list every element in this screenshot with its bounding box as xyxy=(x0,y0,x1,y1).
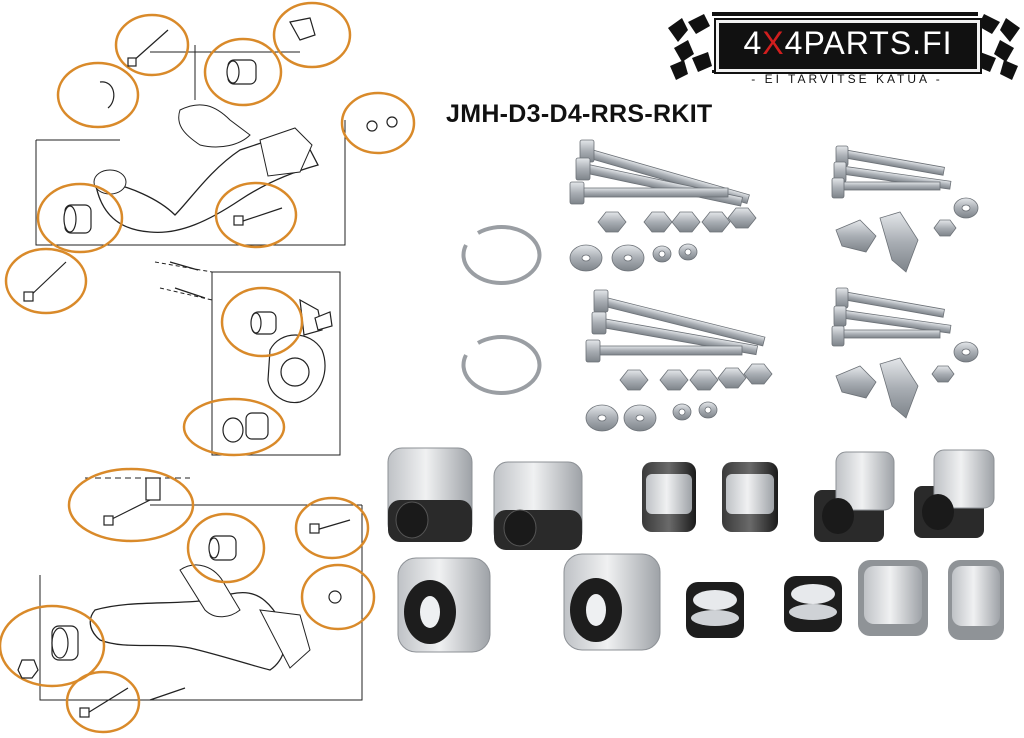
upper-highlight-rings xyxy=(4,1,416,315)
ring-knuckle-ball xyxy=(182,397,286,457)
nuts xyxy=(619,363,773,391)
ring-lower-bolt-2 xyxy=(294,496,370,560)
ring-lower-bolt-3 xyxy=(65,670,141,734)
ring-lower-bush xyxy=(36,182,124,254)
bushing-flanged-1 xyxy=(814,451,895,542)
lower-highlight-rings xyxy=(0,467,376,734)
bushing-grey-2 xyxy=(948,560,1004,640)
ring-bracket xyxy=(272,1,352,69)
bushing-xl-2 xyxy=(563,553,661,651)
knuckle-highlight-rings xyxy=(182,286,304,457)
washers xyxy=(585,401,718,432)
long-bolt xyxy=(591,345,743,356)
long-bolt xyxy=(577,187,729,198)
ring-knuckle-bush xyxy=(220,286,304,358)
ring-nut xyxy=(340,91,416,155)
circlip-2 xyxy=(461,335,542,395)
ring-lower-bush-main xyxy=(0,604,106,688)
circlip-1 xyxy=(461,225,542,285)
upper-arm-frame xyxy=(35,120,346,246)
ring-lower-bolt-1 xyxy=(67,467,195,543)
ball-joint-1 xyxy=(686,582,744,638)
ring-lower-bush-top xyxy=(186,512,266,584)
bushing-small-2 xyxy=(722,462,778,532)
bushings-row-1 xyxy=(387,447,995,550)
logo-text: 4X4PARTS.FI xyxy=(743,25,953,61)
bushing-flanged-2 xyxy=(914,449,995,538)
bushing-grey-1 xyxy=(858,560,928,636)
ring-lower-nut xyxy=(300,563,376,631)
hardware-set-1-right xyxy=(831,145,979,273)
ring-upper-bush xyxy=(203,37,283,107)
bushing-small-1 xyxy=(642,462,696,532)
lower-arm-frame xyxy=(39,505,363,701)
bushing-large-1 xyxy=(387,447,473,542)
logo-badge: 4X4PARTS.FI xyxy=(714,18,982,74)
nuts xyxy=(597,207,757,233)
hardware-set-2 xyxy=(585,287,979,432)
ball-joint-2 xyxy=(784,576,842,632)
washers xyxy=(569,243,698,272)
logo-tagline: - EI TARVITSE KATUA - xyxy=(751,72,943,86)
knuckle-frame xyxy=(211,271,341,456)
kit-code-title: JMH-D3-D4-RRS-RKIT xyxy=(446,100,713,128)
brand-logo: 4X4PARTS.FI - EI TARVITSE KATUA - xyxy=(668,8,1020,92)
hardware-set-1 xyxy=(569,139,979,273)
ring-bolt-1 xyxy=(114,13,190,77)
bushings-row-2 xyxy=(397,553,1004,653)
hardware-set-2-right xyxy=(831,287,979,419)
ring-bolt-3 xyxy=(4,247,88,315)
bushing-large-2 xyxy=(493,461,583,550)
circlips xyxy=(461,225,542,395)
ring-clip xyxy=(56,61,140,129)
bushing-xl-1 xyxy=(397,557,491,653)
upper-arm xyxy=(94,133,319,234)
ring-bolt-2 xyxy=(214,181,298,249)
